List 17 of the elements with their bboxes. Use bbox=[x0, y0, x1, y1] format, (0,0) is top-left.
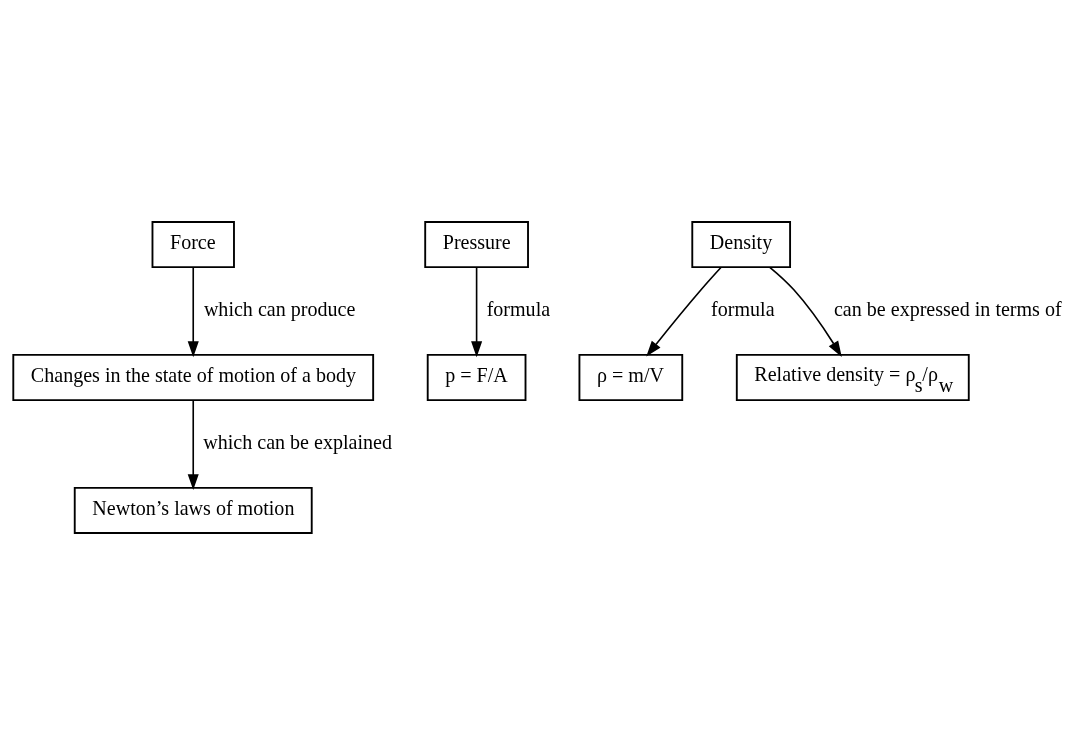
node-box: ρ = m/V bbox=[578, 354, 684, 401]
arrow bbox=[187, 266, 199, 358]
arrow bbox=[471, 266, 483, 358]
edge-label: can be expressed in terms of bbox=[833, 297, 1062, 320]
edge-label: formula bbox=[711, 297, 775, 320]
arrow bbox=[187, 399, 199, 491]
node-box: p = F/A bbox=[426, 354, 527, 401]
edge-label: which can produce bbox=[203, 297, 356, 320]
edge-label: which can be explained bbox=[203, 430, 392, 453]
node-box: Pressure bbox=[424, 221, 529, 269]
node-box: Force bbox=[151, 221, 235, 269]
node-box: Changes in the state of motion of a body bbox=[12, 354, 375, 401]
node-box: Density bbox=[691, 221, 792, 269]
arrow bbox=[646, 266, 722, 357]
edge-label: formula bbox=[486, 297, 551, 320]
arrow bbox=[769, 266, 842, 357]
node-box: Newton’s laws of motion bbox=[73, 486, 313, 534]
